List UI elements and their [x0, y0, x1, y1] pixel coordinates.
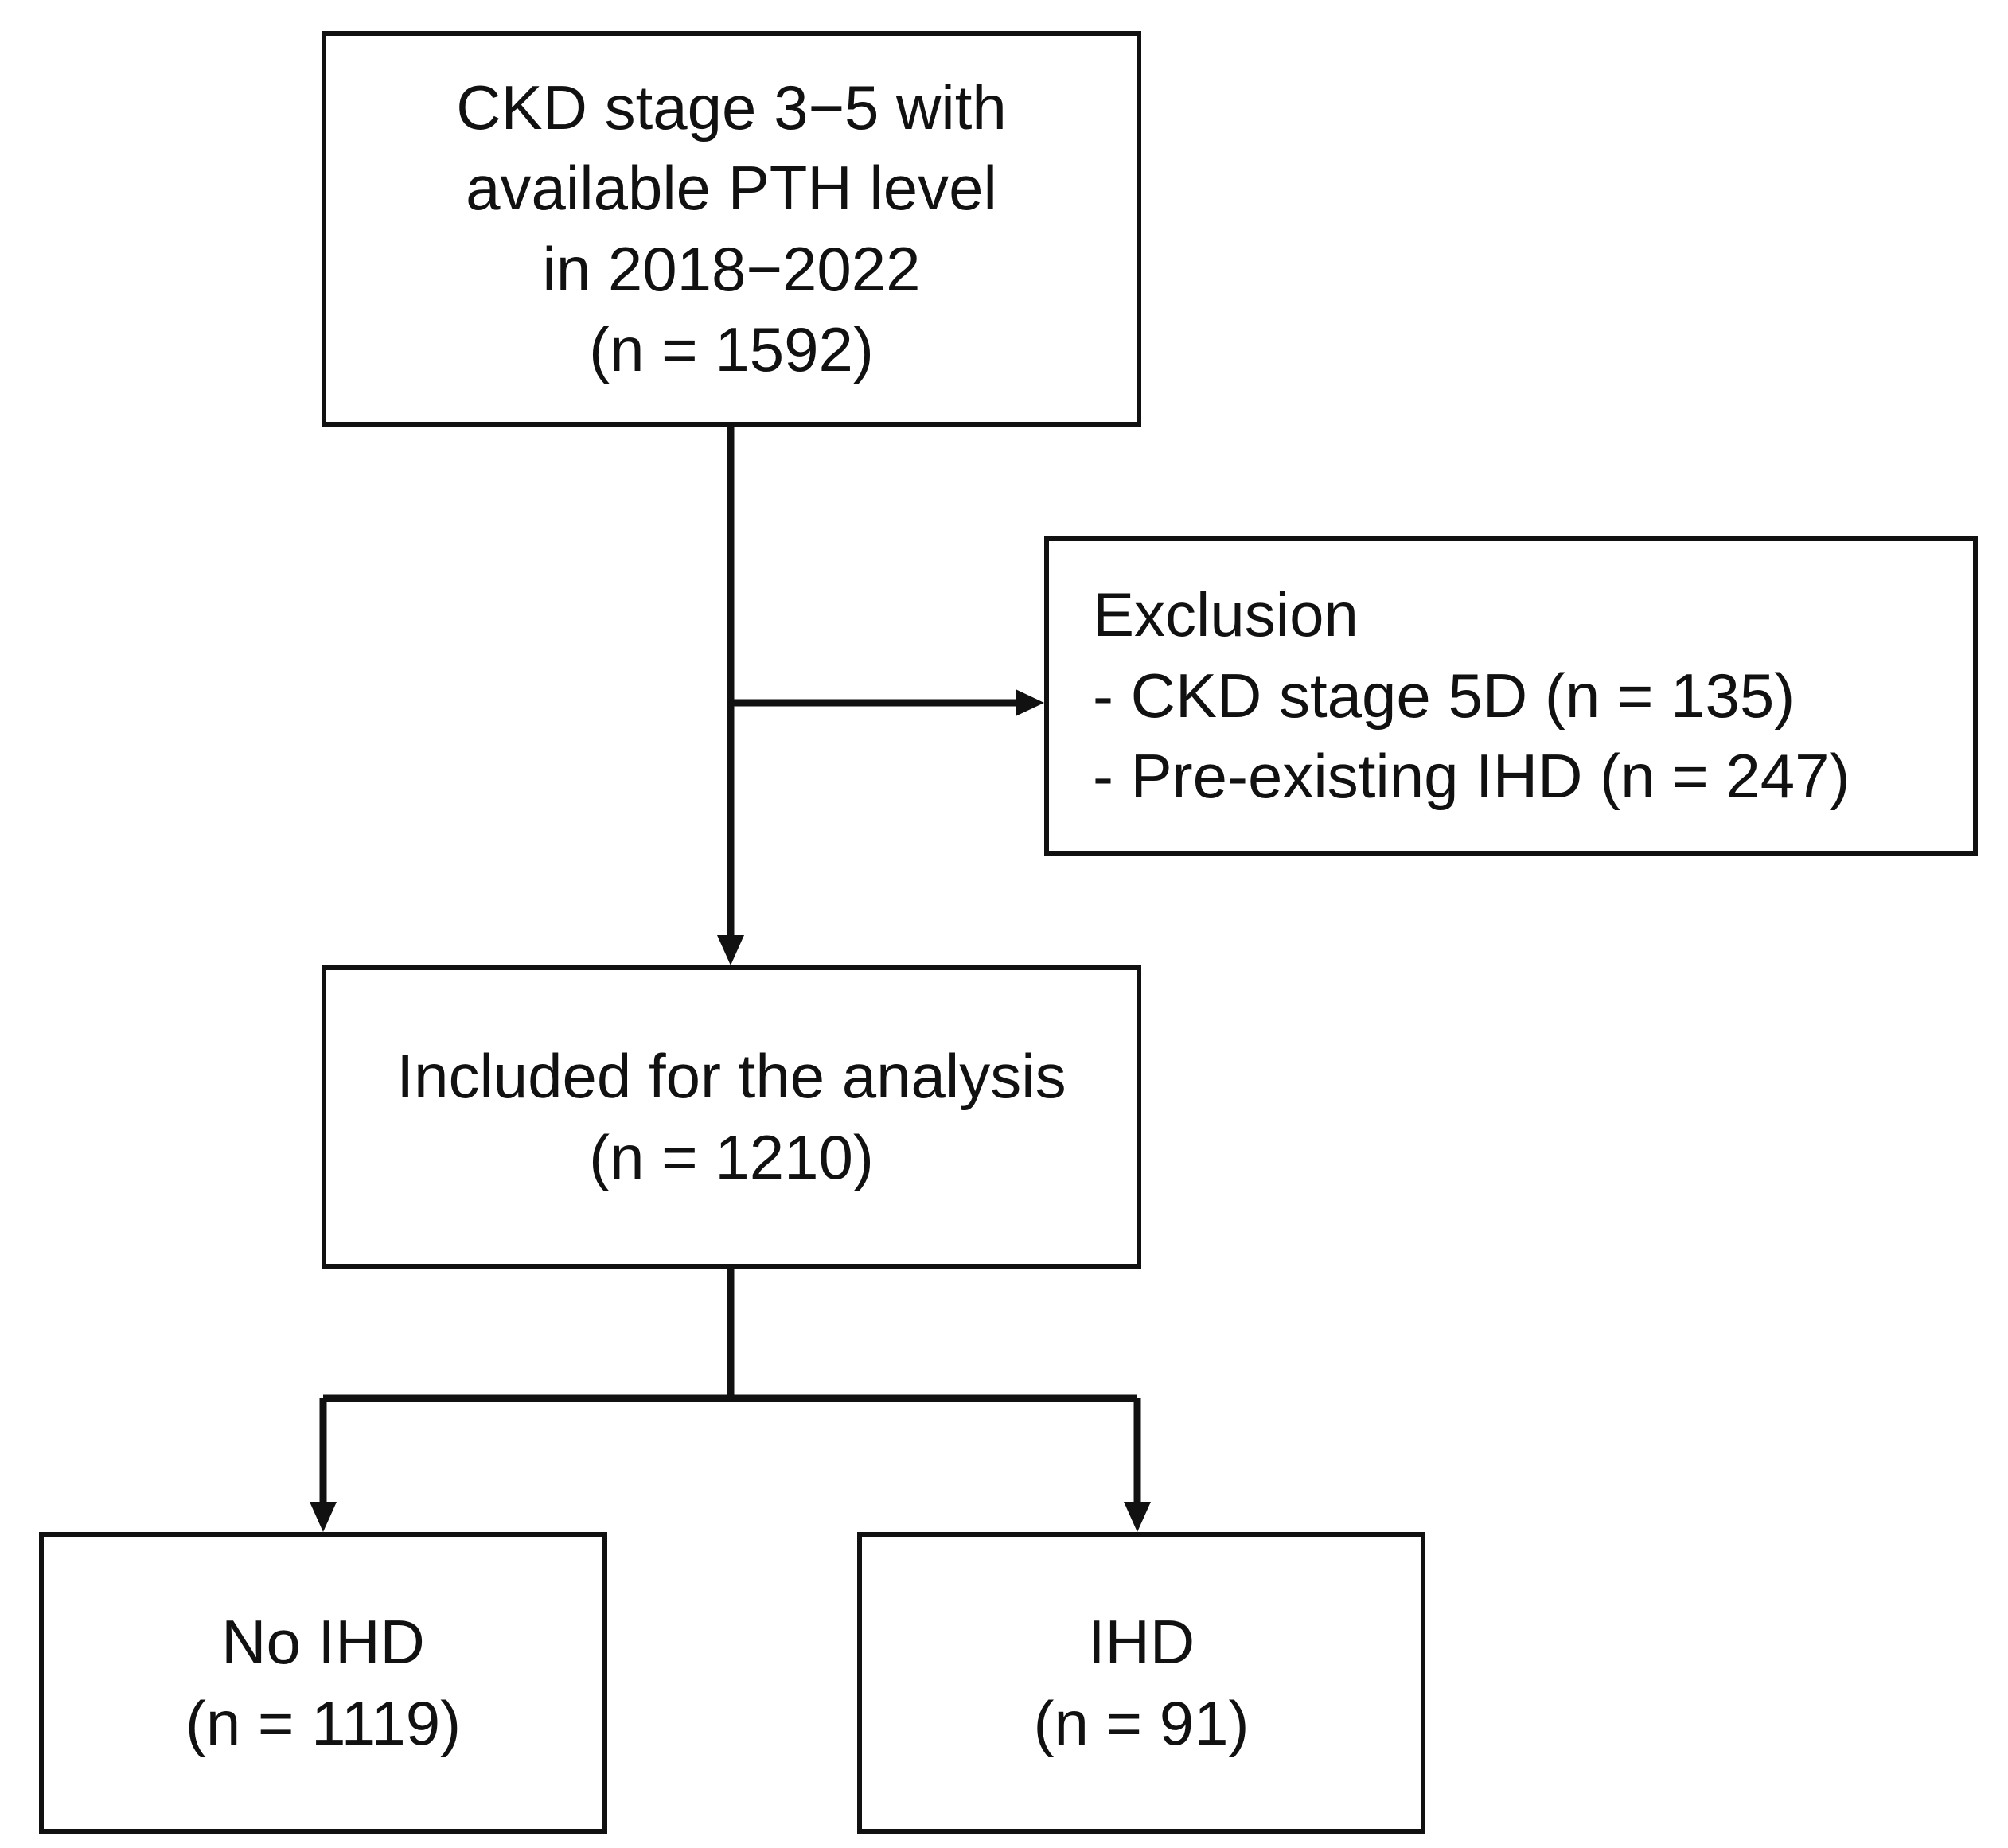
- included-count: (n = 1210): [589, 1121, 874, 1192]
- exclusion-box: Exclusion - CKD stage 5D (n = 135) - Pre…: [1044, 536, 1978, 856]
- box-text-line: in 2018−2022: [542, 233, 921, 304]
- arrowhead-right-exclusion: [1016, 689, 1044, 716]
- no-ihd-box: No IHD (n = 1119): [39, 1532, 607, 1834]
- exclusion-item: - Pre-existing IHD (n = 247): [1093, 741, 1850, 812]
- box-text-line: available PTH level: [466, 153, 997, 224]
- no-ihd-count: (n = 1119): [185, 1687, 462, 1758]
- ihd-label: IHD: [1087, 1607, 1195, 1678]
- arrowhead-down-included: [717, 935, 744, 965]
- ihd-count: (n = 91): [1033, 1687, 1250, 1758]
- exclusion-item: - CKD stage 5D (n = 135): [1093, 660, 1796, 731]
- source-population-box: CKD stage 3−5 with available PTH level i…: [322, 31, 1141, 427]
- source-count: (n = 1592): [589, 314, 874, 384]
- ihd-box: IHD (n = 91): [857, 1532, 1425, 1834]
- included-box: Included for the analysis (n = 1210): [322, 965, 1141, 1269]
- included-label: Included for the analysis: [396, 1041, 1066, 1112]
- exclusion-heading: Exclusion: [1093, 579, 1359, 650]
- arrowhead-down-no-ihd: [310, 1502, 337, 1532]
- arrowhead-down-ihd: [1124, 1502, 1151, 1532]
- box-text-line: CKD stage 3−5 with: [456, 72, 1007, 142]
- no-ihd-label: No IHD: [221, 1607, 425, 1678]
